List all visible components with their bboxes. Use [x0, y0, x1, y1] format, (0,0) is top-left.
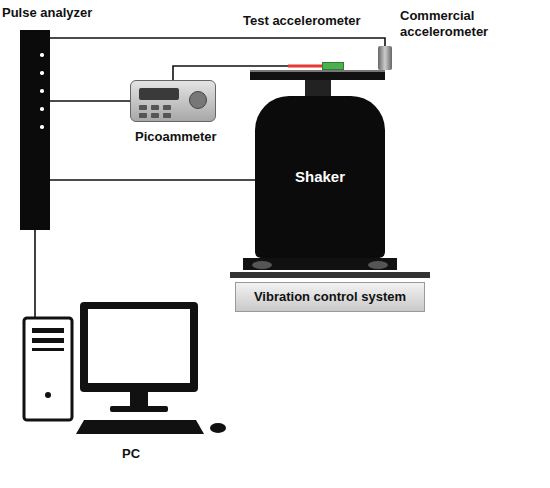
signal-wire — [50, 38, 385, 46]
meter-button — [139, 105, 147, 110]
signal-wire — [173, 66, 322, 80]
port-dot — [40, 107, 44, 111]
meter-display — [139, 88, 179, 100]
node-label: PC — [122, 446, 140, 462]
port-dot — [40, 125, 44, 129]
signal-wire — [50, 100, 130, 102]
pc-station: PC — [22, 300, 202, 440]
drive-bay — [32, 338, 64, 343]
wire-insulation — [288, 65, 322, 68]
plate-edge — [250, 70, 385, 72]
node-label: Pulse analyzer — [2, 5, 92, 21]
drive-bay — [32, 348, 64, 351]
mouse — [210, 423, 226, 433]
monitor-neck — [130, 392, 148, 406]
shaker-base — [243, 258, 397, 270]
meter-button — [151, 105, 159, 110]
signal-wire — [50, 179, 255, 181]
picoammeter-device: Picoammeter — [130, 80, 216, 122]
base-foot — [368, 261, 388, 269]
node-label: Vibration control system — [254, 289, 406, 305]
test-accelerometer: Test accelerometer — [322, 62, 344, 70]
analyzer-unit: Pulse analyzer — [20, 30, 50, 230]
monitor-foot — [110, 406, 168, 412]
vibration-control-band: Vibration control system — [235, 282, 425, 312]
node-label: Test accelerometer — [243, 13, 361, 29]
pc-tower — [24, 318, 72, 420]
drive-bay — [32, 328, 64, 333]
base-plate — [230, 272, 430, 278]
base-foot — [252, 261, 272, 269]
port-dot — [40, 71, 44, 75]
monitor-screen — [88, 309, 190, 383]
keyboard — [76, 420, 204, 434]
node-label: Picoammeter — [135, 129, 217, 145]
meter-button — [151, 113, 159, 118]
port-dot — [40, 53, 44, 57]
power-button — [45, 392, 51, 398]
table-stem — [305, 80, 331, 96]
meter-button — [163, 105, 171, 110]
table-plate — [250, 70, 385, 80]
port-dot — [40, 89, 44, 93]
node-label: Commercial accelerometer — [400, 8, 510, 39]
meter-button — [139, 113, 147, 118]
shaker-body: Shaker — [255, 96, 385, 258]
commercial-accelerometer: Commercial accelerometer — [378, 46, 392, 70]
meter-button — [163, 113, 171, 118]
meter-knob — [189, 91, 207, 109]
node-label: Shaker — [295, 168, 345, 186]
signal-wire — [34, 230, 36, 318]
monitor-frame — [80, 302, 198, 392]
